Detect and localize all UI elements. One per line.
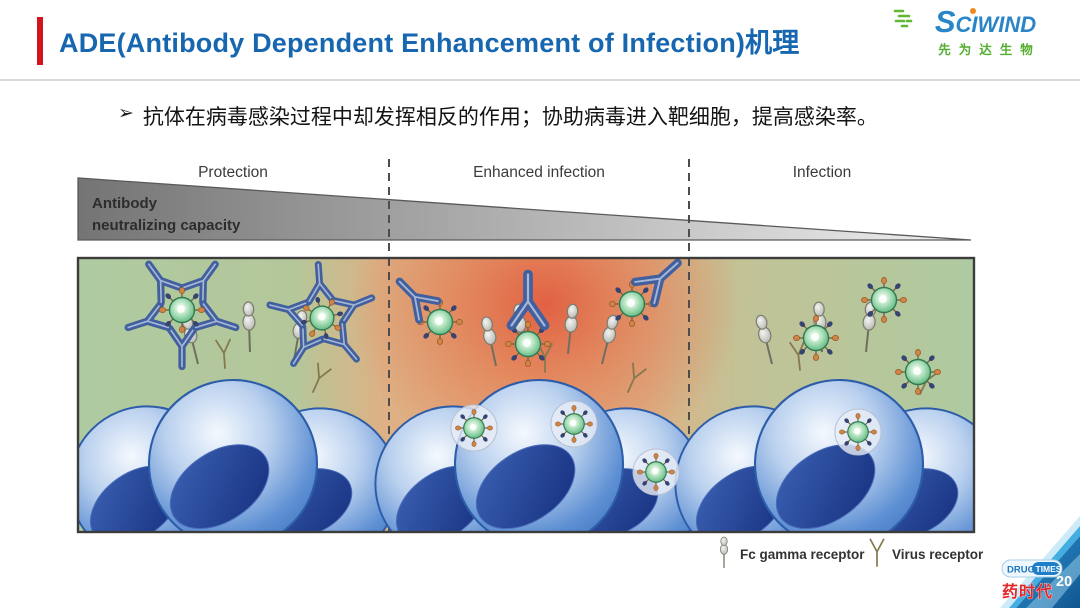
badge-times-text: TIMES	[1036, 564, 1062, 574]
logo-brand-text: Sciwind	[934, 4, 1037, 39]
badge-drug-text: DRUG	[1007, 565, 1035, 576]
free-virus	[860, 276, 908, 324]
logo-subtitle: 先为达生物	[938, 42, 1041, 57]
watermark-cn-text: 药时代	[1002, 582, 1053, 601]
fc-gamma-receptor-icon	[719, 536, 729, 569]
capacity-label-line2: neutralizing capacity	[92, 217, 241, 234]
virus-receptor-icon	[869, 538, 885, 567]
legend-label-fc: Fc gamma receptor	[740, 547, 865, 562]
free-virus	[894, 348, 942, 396]
internalized-virus	[633, 449, 679, 495]
capacity-triangle: Antibody neutralizing capacity	[77, 177, 972, 241]
drugtimes-badge: DRUG TIMES	[1001, 559, 1063, 578]
page-number: 20	[1056, 574, 1072, 590]
header-divider	[0, 79, 1080, 81]
internalized-virus	[451, 405, 497, 451]
key-point: ➢ 抗体在病毒感染过程中却发挥相反的作用；协助病毒进入靶细胞，提高感染率。	[118, 101, 878, 131]
page-title: ADE(Antibody Dependent Enhancement of In…	[59, 28, 800, 58]
bullet-text: 抗体在病毒感染过程中却发挥相反的作用；协助病毒进入靶细胞，提高感染率。	[142, 106, 878, 129]
internalized-virus	[835, 409, 881, 455]
figure-frame	[76, 256, 976, 534]
phase-label-protection: Protection	[198, 164, 268, 181]
figure-legend: Fc gamma receptor Virus receptor	[719, 536, 984, 569]
phase-label-enhanced-infection: Enhanced infection	[473, 164, 605, 181]
logo-speed-dashes-icon	[893, 9, 913, 28]
free-virus	[792, 314, 840, 362]
corner-stripe	[1026, 554, 1080, 608]
diagram-panels	[79, 259, 973, 531]
phase-label-infection: Infection	[793, 164, 852, 181]
legend-label-vr: Virus receptor	[892, 547, 984, 562]
internalized-virus	[551, 401, 597, 447]
capacity-label-line1: Antibody	[92, 195, 158, 212]
sciwind-logo: Sciwind 先为达生物	[891, 4, 1066, 58]
drugtimes-watermark: DRUG TIMES 药时代 20	[1000, 516, 1080, 608]
logo-i-dot	[970, 8, 976, 14]
title-accent-bar	[37, 17, 43, 65]
bullet-arrow-marker: ➢	[118, 103, 134, 124]
